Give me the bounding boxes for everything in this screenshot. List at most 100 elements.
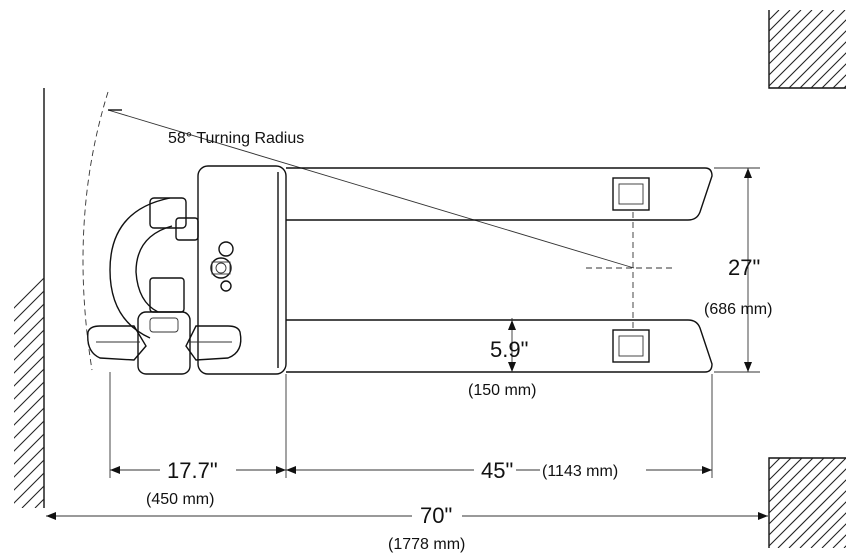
hatch-line: [256, 88, 676, 508]
hatch-line: [347, 88, 767, 508]
hatch-line: [14, 459, 44, 491]
hatch-line: [139, 88, 559, 508]
hatch-line: [646, 458, 736, 548]
hatch-line: [668, 10, 746, 88]
hatch-line: [438, 88, 846, 508]
hatch-line: [769, 468, 846, 547]
hatch-line: [581, 88, 846, 508]
hatch-line: [230, 88, 650, 508]
hatch-line: [624, 10, 702, 88]
hatch-line: [594, 88, 846, 508]
hatch-line: [14, 277, 44, 309]
hatch-line: [61, 88, 481, 508]
hatch-line: [269, 88, 689, 508]
hatch-line: [769, 458, 803, 492]
hatch-line: [399, 88, 819, 508]
hatch-line: [48, 88, 468, 508]
hatch-line: [685, 88, 846, 508]
hatch-line: [152, 88, 572, 508]
hatch-line: [14, 407, 44, 439]
turning-radius-label: 58° Turning Radius: [168, 130, 304, 147]
hatch-line: [14, 446, 44, 478]
hatch-line: [799, 41, 846, 88]
hatch-line: [799, 501, 846, 548]
hatch-line: [451, 88, 846, 508]
lower-fork: [286, 319, 713, 373]
hatch-line: [690, 10, 768, 88]
hatch-line: [191, 88, 611, 508]
hatch-line: [810, 512, 846, 548]
hatch-line: [14, 394, 44, 426]
handle-assembly: [87, 197, 242, 375]
hatch-line: [503, 88, 846, 508]
hatch-line: [165, 88, 585, 508]
width-mm-label: (686 mm): [704, 301, 772, 318]
hatch-line: [580, 10, 658, 88]
overall-in-label: 70": [420, 503, 452, 528]
hatch-line: [569, 10, 647, 88]
hatch-line: [769, 10, 824, 65]
hatch-line: [788, 30, 846, 88]
width-in-label: 27": [728, 255, 760, 280]
hatch-line: [769, 10, 813, 54]
hatch-line: [711, 88, 846, 508]
hatch-line: [334, 88, 754, 508]
fork-height-mm-label: (150 mm): [468, 382, 536, 399]
hatch-line: [14, 303, 44, 335]
hatch-line: [14, 433, 44, 465]
left-wall-hatching: [14, 88, 846, 508]
hatch-line: [607, 88, 846, 508]
lower-load-roller: [612, 329, 650, 363]
hatch-line: [602, 10, 680, 88]
hatch-line: [769, 458, 814, 503]
hatch-line: [624, 458, 714, 548]
top-right-wall: [569, 10, 846, 89]
overall-dimension-line: [46, 512, 768, 520]
hatch-line: [412, 88, 832, 508]
hatch-line: [679, 10, 757, 88]
hatch-line: [810, 52, 846, 88]
hatch-line: [591, 10, 669, 88]
hatch-line: [613, 10, 691, 88]
hatch-line: [568, 88, 846, 508]
hatch-line: [516, 88, 846, 508]
hatch-line: [769, 10, 791, 32]
hatch-line: [698, 88, 846, 508]
hatch-line: [282, 88, 702, 508]
fork-length-in-label: 45": [481, 458, 513, 483]
bottom-right-wall-hatching: [613, 458, 846, 548]
turning-arc: [82, 91, 109, 371]
hatch-line: [14, 420, 44, 452]
hatch-line: [204, 88, 624, 508]
hatch-line: [769, 458, 825, 514]
hatch-line: [613, 458, 703, 548]
hatch-line: [777, 19, 846, 88]
fork-length-mm-label: (1143 mm): [542, 463, 618, 480]
hatch-line: [373, 88, 793, 508]
hatch-line: [14, 290, 44, 322]
hatch-line: [769, 458, 792, 481]
hatch-line: [646, 10, 724, 88]
hatch-line: [425, 88, 845, 508]
hatch-line: [178, 88, 598, 508]
fork-height-in-label: 5.9": [490, 337, 528, 362]
hatch-line: [14, 355, 44, 387]
hatch-line: [672, 88, 846, 508]
hatch-line: [295, 88, 715, 508]
upper-load-roller: [612, 177, 650, 211]
hatch-line: [14, 381, 44, 413]
hatch-line: [769, 10, 835, 76]
left-wall: [14, 88, 846, 508]
hatch-line: [126, 88, 546, 508]
upper-fork: [286, 167, 713, 221]
hatch-line: [14, 368, 44, 400]
bottom-right-wall: [613, 457, 846, 548]
hatch-line: [542, 88, 846, 508]
hatch-line: [646, 88, 846, 508]
hatch-line: [635, 458, 725, 548]
hatch-line: [635, 10, 713, 88]
hatch-line: [769, 458, 770, 459]
fork-length-dimension-line: [286, 466, 712, 474]
hatch-line: [14, 316, 44, 348]
